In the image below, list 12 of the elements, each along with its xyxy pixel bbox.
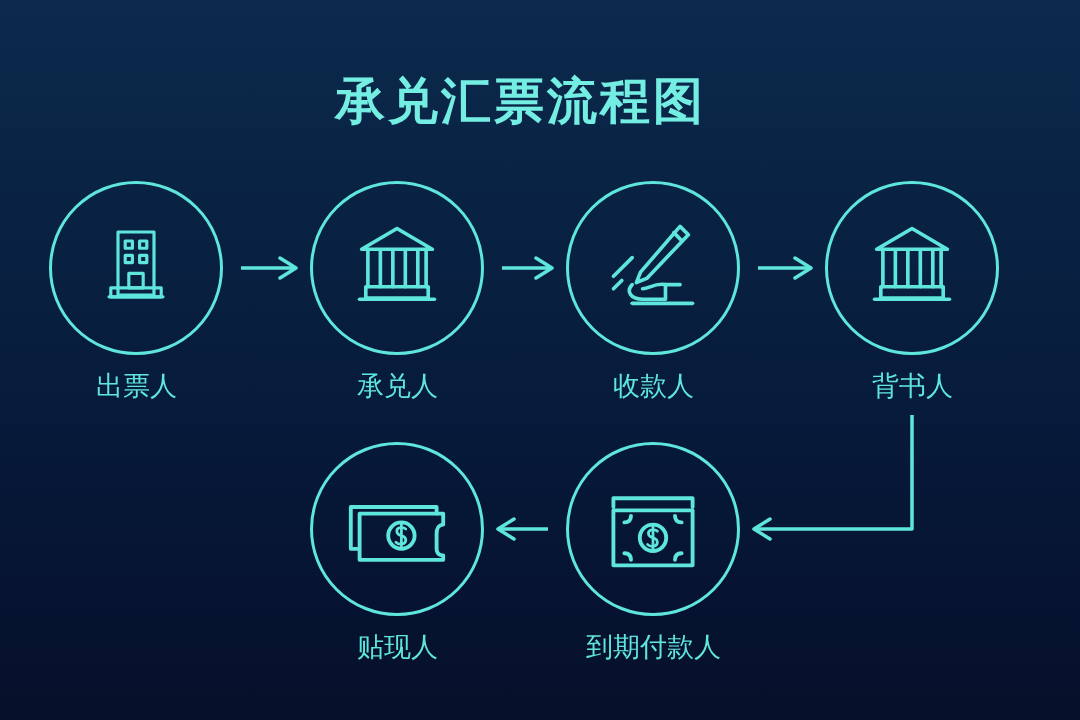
arrow (752, 415, 914, 541)
diagram-title: 承兑汇票流程图 (334, 71, 706, 132)
role-label: 收款人 (612, 369, 694, 403)
role-label: 出票人 (95, 369, 177, 403)
role-label: 贴现人 (356, 630, 438, 664)
role-label: 承兑人 (356, 369, 438, 403)
arrow (496, 517, 548, 541)
role-label: 到期付款人 (585, 630, 721, 664)
arrow (758, 256, 813, 280)
role-label: 背书人 (871, 369, 953, 403)
arrow (502, 256, 554, 280)
arrow (241, 256, 298, 280)
